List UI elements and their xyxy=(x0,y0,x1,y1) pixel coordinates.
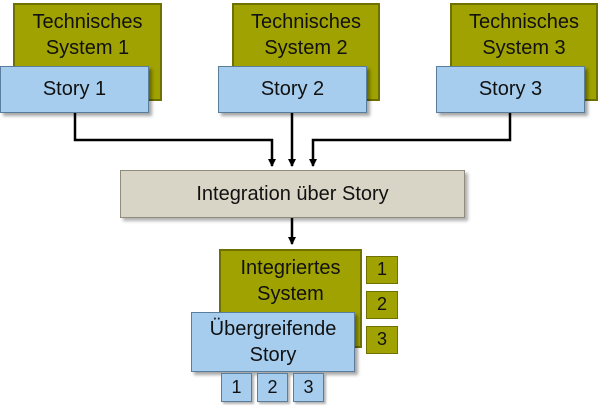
integrated-badge-2: 2 xyxy=(366,291,398,319)
story-1-box: Story 1 xyxy=(0,66,149,113)
integrated-badge-2-label: 2 xyxy=(376,294,387,315)
story-2-label: Story 2 xyxy=(260,78,325,101)
story-badge-1: 1 xyxy=(221,373,252,402)
connector-story3 xyxy=(309,113,512,167)
integrated-badge-1-label: 1 xyxy=(376,259,387,280)
technical-system-3-title: Technisches System 3 xyxy=(468,11,580,60)
story-2-box: Story 2 xyxy=(218,66,367,113)
story-badge-2-label: 2 xyxy=(267,376,278,397)
story-badge-3-label: 3 xyxy=(303,376,314,397)
story-3-label: Story 3 xyxy=(478,78,543,101)
story-badge-2: 2 xyxy=(257,373,288,402)
story-badge-1-label: 1 xyxy=(231,376,242,397)
technical-system-1: Technisches System 1 xyxy=(13,3,162,101)
overall-story-label: Übergreifende Story xyxy=(209,317,337,366)
story-badge-3: 3 xyxy=(293,373,324,402)
story-3-box: Story 3 xyxy=(436,66,585,113)
integrated-badge-1: 1 xyxy=(366,256,398,284)
integrated-system-title: Integriertes System xyxy=(240,257,341,306)
integration-box: Integration über Story xyxy=(120,170,465,218)
integration-label: Integration über Story xyxy=(196,182,389,205)
technical-system-2-title: Technisches System 2 xyxy=(250,11,362,60)
story-1-label: Story 1 xyxy=(42,78,107,101)
integrated-badge-3: 3 xyxy=(366,326,398,354)
integrated-badge-3-label: 3 xyxy=(376,329,387,350)
technical-system-1-title: Technisches System 1 xyxy=(32,11,143,60)
connector-story1 xyxy=(73,113,276,167)
overall-story-box: Übergreifende Story xyxy=(191,312,355,372)
